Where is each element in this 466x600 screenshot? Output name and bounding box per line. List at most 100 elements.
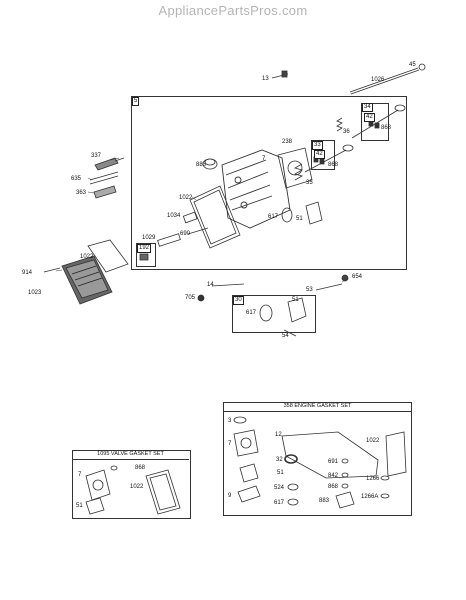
set-label-868: 868	[328, 484, 339, 490]
label-13: 13	[262, 76, 269, 82]
label-883a: 883	[196, 162, 207, 168]
gasket-51a	[305, 201, 323, 225]
valve-cover-1023	[61, 255, 113, 305]
label-42b: 42	[314, 150, 325, 159]
valve-gasket-set-box	[72, 450, 191, 519]
set-seal-868	[341, 483, 349, 489]
set-gasket-9	[237, 485, 261, 503]
set-label-1022: 1022	[366, 438, 380, 444]
label-35: 35	[306, 180, 313, 186]
set-seal-3	[233, 416, 247, 424]
set-label-3: 3	[228, 418, 232, 424]
watermark: AppliancePartsPros.com	[158, 3, 308, 18]
tool-363	[93, 185, 117, 199]
set-label-883: 883	[319, 498, 330, 504]
plate-1029	[157, 233, 181, 247]
part-192-box	[136, 243, 156, 267]
label-1023: 1023	[28, 290, 42, 296]
set-label-842: 842	[328, 473, 339, 479]
bolt-705	[197, 294, 205, 302]
label-914: 914	[22, 270, 33, 276]
set-label-691: 691	[328, 459, 339, 465]
label-192: 192	[137, 244, 152, 253]
valve-spring-36	[336, 117, 343, 132]
label-868b: 868	[328, 162, 339, 168]
set-label-9: 9	[228, 493, 232, 499]
stud-53	[315, 283, 343, 291]
vset-label-868: 868	[135, 465, 146, 471]
set-label-7: 7	[228, 441, 232, 447]
part-34-box	[361, 103, 389, 141]
stud-54	[283, 329, 297, 337]
vset-head-gasket-7	[85, 469, 111, 501]
set-label-617: 617	[274, 500, 285, 506]
set-cover-gasket-1022	[385, 431, 407, 477]
valve-intake-35	[304, 144, 354, 173]
label-51a: 51	[296, 216, 303, 222]
set-label-12: 12	[275, 432, 282, 438]
label-617a: 617	[268, 214, 279, 220]
set-seal-842	[341, 472, 349, 478]
label-1022a: 1022	[179, 195, 193, 201]
set-gasket-883	[335, 491, 355, 509]
valve-exhaust-36	[351, 104, 406, 139]
label-36: 36	[343, 129, 350, 135]
vset-label-51: 51	[76, 503, 83, 509]
label-1034: 1034	[167, 213, 181, 219]
set-seal-691	[341, 458, 349, 464]
vset-label-1022: 1022	[130, 484, 144, 490]
set-crankcase-gasket-12	[281, 431, 379, 479]
gasket-617b	[259, 304, 273, 322]
vset-seal-868	[110, 465, 118, 471]
label-617b: 617	[246, 310, 257, 316]
spark-plug-337	[94, 157, 125, 171]
vset-label-7: 7	[78, 472, 82, 478]
label-54: 54	[282, 333, 289, 339]
set-ring-617	[287, 498, 299, 506]
label-30: 30	[233, 296, 244, 305]
valve-spring-35	[293, 163, 304, 181]
cylinder-head	[221, 149, 291, 229]
o-ring-617a	[281, 207, 293, 223]
part-33-box	[311, 140, 335, 170]
set-ring-524	[287, 483, 299, 491]
vset-gasket-51	[85, 497, 105, 515]
label-42a: 42	[364, 113, 375, 122]
plug-wire-635	[89, 171, 119, 185]
label-1026: 1026	[371, 77, 385, 83]
vset-cover-gasket-1022	[145, 469, 181, 515]
set-head-gasket-7	[233, 429, 259, 457]
part-30-box	[232, 295, 316, 333]
set-label-1266: 1266	[366, 476, 380, 482]
set-label-51: 51	[277, 470, 284, 476]
bolt-690	[187, 227, 209, 235]
label-635: 635	[71, 176, 82, 182]
bolt-13	[271, 70, 289, 79]
label-1029: 1029	[142, 235, 156, 241]
label-337: 337	[91, 153, 102, 159]
label-33: 33	[312, 141, 323, 150]
head-gasket-7	[277, 147, 313, 189]
dipstick-tube-1026	[349, 63, 426, 95]
set-label-1266a: 1266A	[361, 494, 379, 500]
label-363: 363	[76, 190, 87, 196]
label-7a: 7	[262, 156, 266, 162]
set-ring-32	[284, 454, 298, 464]
label-53: 53	[306, 287, 313, 293]
set-label-524: 524	[274, 485, 285, 491]
stud-14	[211, 283, 245, 287]
set-ring-1266a	[380, 493, 390, 499]
label-45: 45	[409, 62, 416, 68]
valve-gasket-set-title: 1095 VALVE GASKET SET	[72, 450, 189, 460]
set-gasket-51	[239, 463, 259, 483]
main-group-label: 5	[132, 97, 140, 106]
label-690: 690	[180, 231, 191, 237]
engine-gasket-set-title: 358 ENGINE GASKET SET	[224, 402, 411, 412]
part-192	[139, 253, 149, 261]
main-assembly-box	[131, 96, 407, 270]
set-ring-1266	[380, 475, 390, 481]
label-14: 14	[207, 282, 214, 288]
valve-cover-gasket-1022b	[87, 239, 129, 273]
label-654: 654	[352, 274, 363, 280]
